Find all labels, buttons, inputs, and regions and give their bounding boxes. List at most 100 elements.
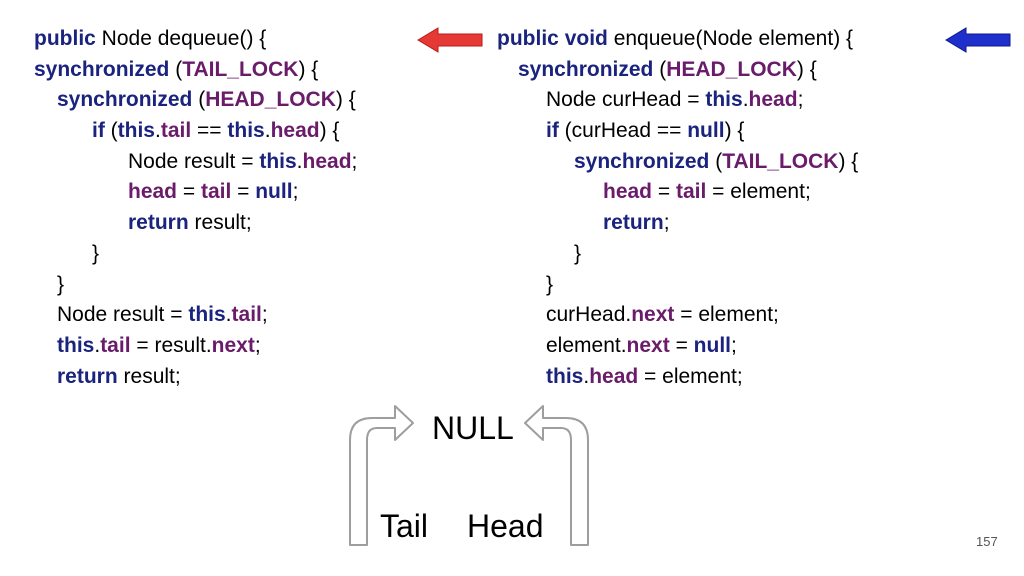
code-keyword: this (57, 333, 95, 357)
code-text: . (296, 149, 303, 173)
code-line: head = tail = element; (497, 177, 858, 208)
code-line: } (34, 270, 357, 301)
code-line: } (34, 239, 357, 270)
enqueue-code-block: public void enqueue(Node element) {synch… (497, 24, 858, 392)
code-keyword: null (255, 180, 293, 204)
code-field: TAIL_LOCK (182, 57, 299, 81)
code-text: = element; (706, 180, 811, 204)
code-text: = (652, 180, 676, 204)
code-line: return result; (34, 208, 357, 239)
code-text: Node dequeue() { (95, 27, 267, 50)
code-keyword: return (57, 364, 118, 388)
code-field: head (603, 180, 653, 204)
code-field: tail (675, 180, 707, 204)
code-field: tail (231, 303, 262, 327)
code-field: head (128, 180, 178, 204)
code-keyword: return (603, 211, 664, 235)
code-text: ( (709, 149, 723, 173)
code-line: curHead.next = element; (497, 300, 858, 331)
code-text: ; (254, 333, 261, 357)
code-line: return result; (34, 362, 357, 393)
code-line: if (curHead == null) { (497, 116, 858, 147)
code-text: == (191, 119, 228, 143)
code-text: ; (261, 303, 268, 327)
code-field: next (211, 333, 255, 357)
code-text: ( (192, 88, 206, 112)
code-line: Node result = this.head; (34, 147, 357, 178)
code-line: Node curHead = this.head; (497, 85, 858, 116)
code-field: TAIL_LOCK (722, 149, 839, 173)
code-text: (curHead == (558, 119, 688, 143)
code-field: HEAD_LOCK (666, 57, 797, 81)
code-text: ) { (796, 57, 817, 81)
code-keyword: synchronized (34, 57, 170, 81)
code-keyword: this (117, 119, 155, 143)
code-line: if (this.tail == this.head) { (34, 116, 357, 147)
code-text: ; (797, 88, 804, 112)
code-field: HEAD_LOCK (205, 88, 336, 112)
code-text: . (94, 333, 101, 357)
head-label: Head (467, 508, 544, 544)
code-text: curHead. (546, 303, 632, 327)
code-text: } (92, 241, 100, 265)
code-keyword: this (188, 303, 226, 327)
code-field: tail (160, 119, 192, 143)
blue-arrow-icon (945, 27, 1011, 53)
code-text: = (177, 180, 201, 204)
code-line: return; (497, 208, 858, 239)
code-text: Node curHead = (546, 88, 706, 112)
code-text: } (574, 241, 582, 265)
code-line: public void enqueue(Node element) { (497, 24, 858, 55)
code-text: . (742, 88, 749, 112)
code-keyword: synchronized (57, 88, 193, 112)
code-line: element.next = null; (497, 331, 858, 362)
code-keyword: if (92, 119, 105, 143)
code-line: synchronized (TAIL_LOCK) { (497, 147, 858, 178)
code-field: head (748, 88, 798, 112)
code-line: synchronized (HEAD_LOCK) { (497, 55, 858, 86)
code-text: ( (169, 57, 183, 81)
code-field: next (631, 303, 675, 327)
code-text: ( (104, 119, 118, 143)
code-text: ( (653, 57, 667, 81)
code-field: tail (200, 180, 232, 204)
code-text: ; (292, 180, 299, 204)
pointer-arrows-diagram (349, 405, 589, 546)
code-field: tail (100, 333, 131, 357)
code-keyword: public (497, 27, 559, 50)
code-keyword: if (546, 119, 559, 143)
code-line: synchronized (HEAD_LOCK) { (34, 85, 357, 116)
code-text: enqueue(Node element) { (607, 27, 854, 50)
code-line: head = tail = null; (34, 177, 357, 208)
code-text: Node result = (128, 149, 260, 173)
head-bent-arrow-icon (524, 405, 589, 546)
code-text: = element; (638, 364, 743, 388)
code-keyword: void (564, 27, 608, 50)
code-text: ) { (724, 119, 745, 143)
code-text: ) { (298, 57, 319, 81)
code-text: = element; (674, 303, 779, 327)
dequeue-code-block: public Node dequeue() {synchronized (TAI… (34, 24, 357, 392)
code-field: head (302, 149, 352, 173)
tail-label: Tail (380, 508, 429, 544)
code-keyword: synchronized (518, 57, 654, 81)
code-line: public Node dequeue() { (34, 24, 357, 55)
code-line: } (497, 239, 858, 270)
code-text: result; (117, 364, 181, 388)
code-line: this.head = element; (497, 362, 858, 393)
red-arrow-icon (417, 27, 483, 53)
code-text: . (225, 303, 232, 327)
code-field: head (589, 364, 639, 388)
code-text: ) { (335, 88, 356, 112)
code-text: ; (663, 211, 670, 235)
code-text: ) { (319, 119, 340, 143)
code-field: head (270, 119, 320, 143)
null-label: NULL (432, 410, 514, 446)
code-keyword: null (687, 119, 725, 143)
code-text: . (155, 119, 161, 143)
tail-bent-arrow-icon (349, 405, 414, 546)
code-text: ; (351, 149, 358, 173)
code-keyword: null (693, 333, 731, 357)
code-line: synchronized (TAIL_LOCK) { (34, 55, 357, 86)
code-text: Node result = (57, 303, 189, 327)
